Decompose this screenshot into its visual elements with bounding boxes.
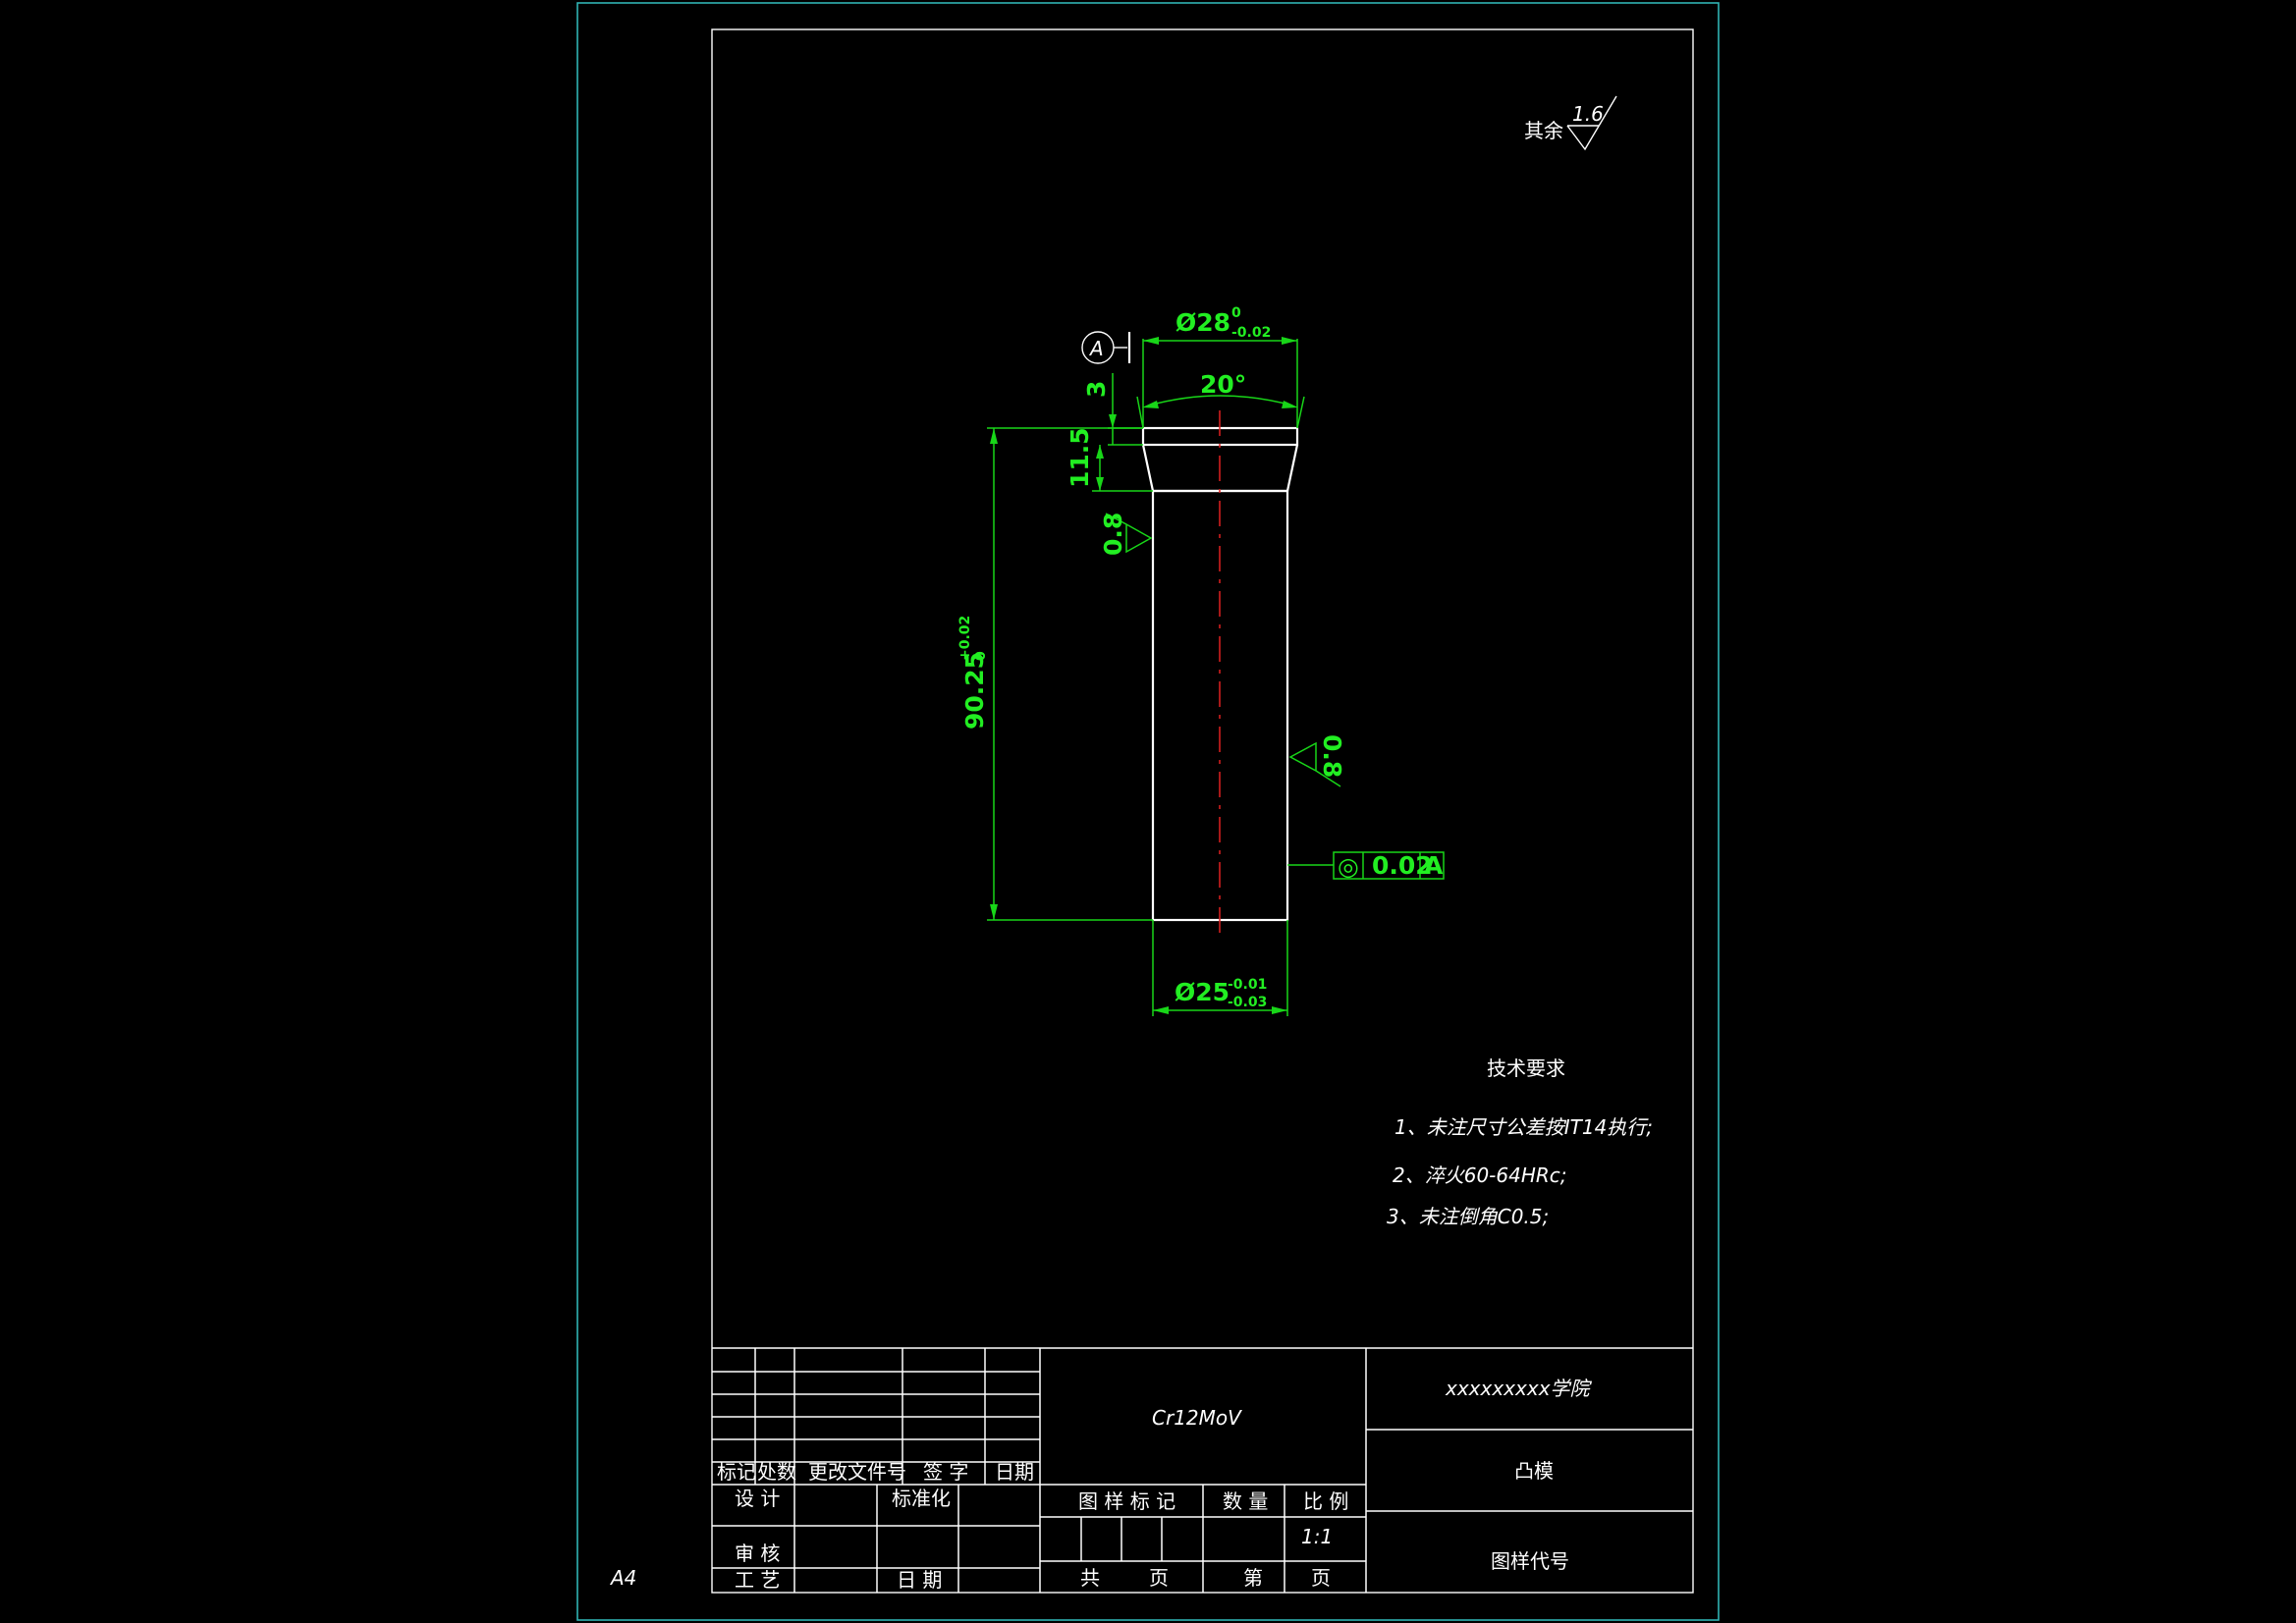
datum-letter: A [1088,337,1104,360]
material: Cr12MoV [1152,1406,1242,1430]
top-diameter-dimension: Ø28 0 -0.02 [1142,305,1298,428]
row-review: 审 核 [735,1542,780,1565]
rev-header: 更改文件号 [808,1460,906,1484]
arrow-icon [1272,1006,1287,1014]
angle-dimension: 20° [1136,370,1305,429]
arrow-icon [1282,337,1297,345]
tech-item: 3、未注倒角C0.5; [1387,1205,1549,1228]
sheet-label: 第 [1243,1566,1263,1590]
tolerance-value: 0.02 [1372,851,1433,880]
sheet-page-label: 页 [1311,1566,1331,1590]
row-standard: 标准化 [892,1487,951,1510]
head-height-dimensions: 3 11.5 [1066,373,1153,492]
tolerance-box [1333,851,1445,880]
roughness-general-value: 1.6 [1572,102,1604,126]
total-length-lower: 0 [973,651,989,661]
rev-header: 处数 [757,1460,796,1484]
scale-value: 1:1 [1301,1525,1333,1548]
sheet-outer-frame [576,2,1720,1621]
part-name: 凸模 [1514,1459,1554,1483]
institution: xxxxxxxxx学院 [1445,1377,1593,1400]
tolerance-datum: A [1424,851,1444,880]
arrow-icon [990,904,998,920]
roughness-left-value: 0.8 [1099,513,1127,556]
total-length-dimension: 90.25 +0.02 0 [957,427,1153,921]
arrow-icon [1096,477,1104,491]
concentricity-icon: ◎ [1338,852,1359,881]
top-diameter-lower: -0.02 [1231,325,1271,341]
bottom-diameter-dimension: Ø25 -0.01 -0.03 [1152,920,1288,1016]
rev-header: 日期 [995,1460,1034,1484]
general-roughness-note: 其余 1.6 [1524,95,1617,151]
arrow-icon [1153,1006,1169,1014]
roughness-left-symbol-icon [1105,513,1153,554]
ext-line [1136,396,1144,429]
top-diameter-base: Ø28 [1175,308,1230,337]
total-label: 共 [1080,1566,1100,1590]
total-length-base: 90.25 [960,652,989,730]
bottom-diameter-base: Ø25 [1175,978,1230,1006]
roughness-general-symbol-icon [1566,95,1617,151]
rev-header: 签 字 [923,1460,968,1484]
col-mark: 图 样 标 记 [1078,1489,1175,1513]
drawing-code: 图样代号 [1491,1549,1569,1573]
bottom-diameter-lower: -0.03 [1228,995,1267,1010]
tolerance-frame: ◎ 0.02 A [1287,851,1445,881]
arrow-icon [1143,337,1159,345]
top-diameter-upper: 0 [1231,305,1241,321]
angle-value: 20° [1200,370,1246,399]
datum-a: A [1081,331,1131,364]
sheet-inner-border [711,28,1694,1594]
title-block: 标记 处数 更改文件号 签 字 日期 设 计 标准化 审 核 工 艺 日 期 C… [712,1347,1693,1593]
sheet-size: A4 [609,1566,636,1590]
arrow-icon [1142,401,1159,408]
row-date: 日 期 [897,1568,942,1592]
rev-header: 标记 [717,1460,756,1484]
taper-length-value: 11.5 [1066,427,1094,488]
arrow-icon [1096,445,1104,459]
chamfer-height-value: 3 [1082,381,1111,398]
tech-title: 技术要求 [1487,1056,1565,1080]
row-process: 工 艺 [735,1568,780,1592]
roughness-general-prefix: 其余 [1524,119,1563,142]
col-quantity: 数 量 [1223,1489,1268,1513]
tech-requirements: 技术要求 1、未注尺寸公差按IT14执行; 2、淬火60-64HRc; 3、未注… [1387,1056,1653,1228]
part-geometry [1141,410,1299,933]
arrow-icon [1109,414,1117,428]
roughness-right-symbol-icon [1288,741,1341,787]
arrow-icon [1282,401,1298,408]
ext-line [1296,396,1305,429]
angle-arc [1148,395,1293,406]
tech-item: 2、淬火60-64HRc; [1393,1163,1567,1187]
roughness-right-value: 0.8 [1318,734,1346,778]
col-scale: 比 例 [1303,1489,1348,1513]
row-design: 设 计 [735,1487,780,1510]
arrow-icon [990,428,998,444]
total-length-upper: +0.02 [957,616,973,661]
roughness-left: 0.8 [1099,513,1153,556]
bottom-diameter-upper: -0.01 [1228,977,1267,993]
tech-item: 1、未注尺寸公差按IT14执行; [1394,1115,1653,1139]
page-label: 页 [1149,1566,1169,1590]
roughness-right: 0.8 [1288,734,1346,787]
